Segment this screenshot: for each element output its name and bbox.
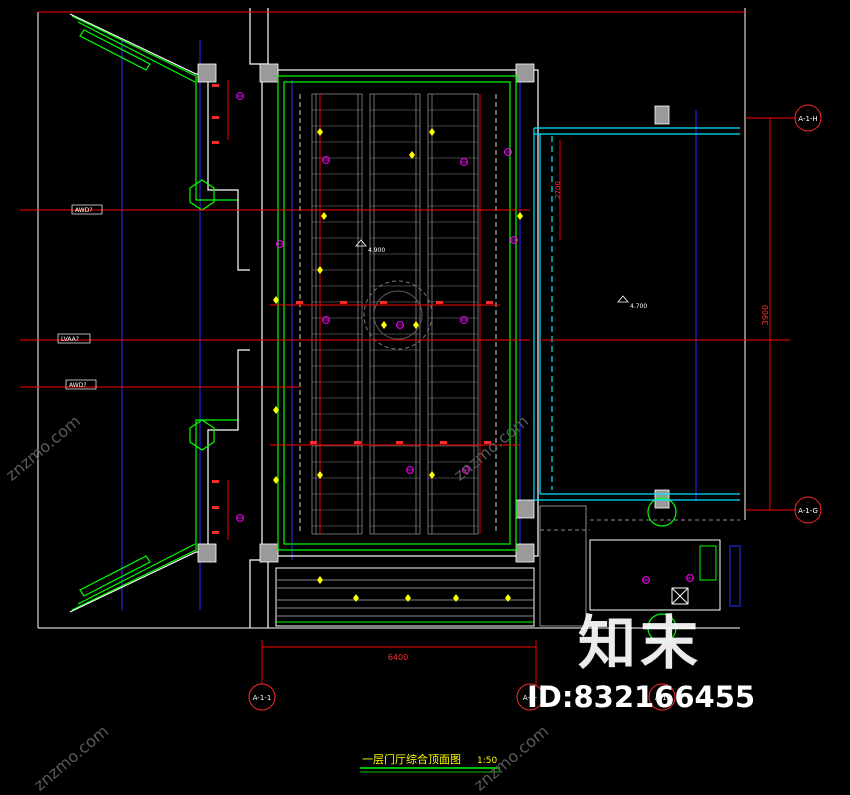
watermark-brand: 知末: [578, 609, 703, 677]
dimension-tick: [296, 301, 303, 304]
light-fixture: [317, 471, 323, 479]
svg-text:4.700: 4.700: [630, 303, 647, 310]
service-area: [539, 505, 741, 627]
dimension-tick: [440, 441, 447, 444]
ceiling-crossbars: [312, 109, 478, 527]
dimension-tick: [396, 441, 403, 444]
dimension-tick: [380, 301, 387, 304]
light-fixture: [273, 296, 279, 304]
sprinkler-head: [460, 316, 468, 324]
dimension-tick: [212, 84, 219, 87]
level-marker-center: 4.900: [355, 239, 385, 254]
light-fixture: [405, 594, 411, 602]
dimension-tick: [212, 506, 219, 509]
sprinkler-head: [462, 466, 470, 474]
dimension-tick: [484, 441, 491, 444]
svg-text:A-1-1: A-1-1: [253, 694, 272, 702]
light-fixture: [517, 212, 523, 220]
svg-text:AWD?: AWD?: [69, 382, 87, 389]
svg-text:A-1-: A-1-: [655, 694, 670, 702]
left-bay-outlines: [71, 15, 238, 611]
hall-ceiling-border: [277, 75, 517, 551]
drawing-title-text: 一层门厅综合顶面图: [362, 752, 461, 766]
grid-tag-right-lower: A-1-G: [794, 496, 822, 524]
light-fixture: [273, 406, 279, 414]
svg-text:AWD?: AWD?: [75, 207, 93, 214]
dim-right-vertical: 3900: [761, 305, 770, 325]
sprinkler-heads: [236, 92, 694, 584]
sprinkler-head: [510, 236, 518, 244]
level-marker-right: 4.700: [617, 295, 647, 310]
sprinkler-head: [236, 92, 244, 100]
glass-partitions: [533, 127, 740, 501]
central-dome: [363, 280, 433, 350]
light-fixture: [321, 212, 327, 220]
light-fixture: [409, 151, 415, 159]
grid-tag-right-bottom: A-1-: [648, 683, 676, 711]
dimension-tick: [486, 301, 493, 304]
frame-lines: [37, 8, 746, 629]
dim-right-room: 2700: [554, 181, 562, 199]
dimension-lines: [20, 11, 800, 700]
dimension-tick: [212, 531, 219, 534]
light-fixture: [453, 594, 459, 602]
grid-tag-left-bottom: A-1-1: [248, 683, 276, 711]
dimension-tick: [354, 441, 361, 444]
drawing-title: 一层门厅综合顶面图 1:50: [360, 752, 500, 773]
dimension-tick: [310, 441, 317, 444]
sprinkler-head: [406, 466, 414, 474]
light-fixtures: [273, 128, 523, 602]
light-fixture: [317, 128, 323, 136]
dimension-tick: [212, 480, 219, 483]
light-fixture: [429, 128, 435, 136]
svg-text:A-1-: A-1-: [523, 694, 538, 702]
grid-axes: [121, 40, 697, 610]
sprinkler-head: [504, 148, 512, 156]
dim-overall-bottom: 6400: [388, 653, 408, 662]
grid-tag-mid-bottom: A-1-: [516, 683, 544, 711]
grid-tag-right-top: A-1-H: [794, 104, 822, 132]
drawing-scale: 1:50: [477, 756, 497, 766]
light-fixture: [381, 321, 387, 329]
round-features: [189, 179, 677, 643]
hall-beams: [299, 94, 497, 534]
sprinkler-head: [276, 240, 284, 248]
light-fixture: [353, 594, 359, 602]
dimension-tick: [212, 116, 219, 119]
wall-outlines: [69, 8, 539, 628]
watermark-id: ID:832166455: [527, 680, 756, 714]
svg-text:LVAA?: LVAA?: [61, 336, 79, 343]
sprinkler-head: [686, 574, 694, 582]
entrance-canopy: [275, 567, 535, 627]
light-fixture: [505, 594, 511, 602]
light-fixture: [317, 266, 323, 274]
light-fixture: [317, 576, 323, 584]
dimension-tick: [340, 301, 347, 304]
sprinkler-head: [322, 316, 330, 324]
callout-tags: AWD? LVAA? AWD?: [57, 204, 103, 390]
light-fixture: [273, 476, 279, 484]
dimension-tick: [212, 141, 219, 144]
light-fixture: [413, 321, 419, 329]
dimension-ticks: [212, 84, 493, 534]
light-fixture: [429, 471, 435, 479]
sprinkler-head: [322, 156, 330, 164]
svg-text:A-1-H: A-1-H: [798, 115, 817, 123]
sprinkler-head: [236, 514, 244, 522]
sprinkler-head: [396, 321, 404, 329]
columns: [197, 63, 670, 563]
svg-text:4.900: 4.900: [368, 247, 385, 254]
sprinkler-head: [460, 158, 468, 166]
svg-text:A-1-G: A-1-G: [798, 507, 818, 515]
sprinkler-head: [642, 576, 650, 584]
dimension-tick: [436, 301, 443, 304]
